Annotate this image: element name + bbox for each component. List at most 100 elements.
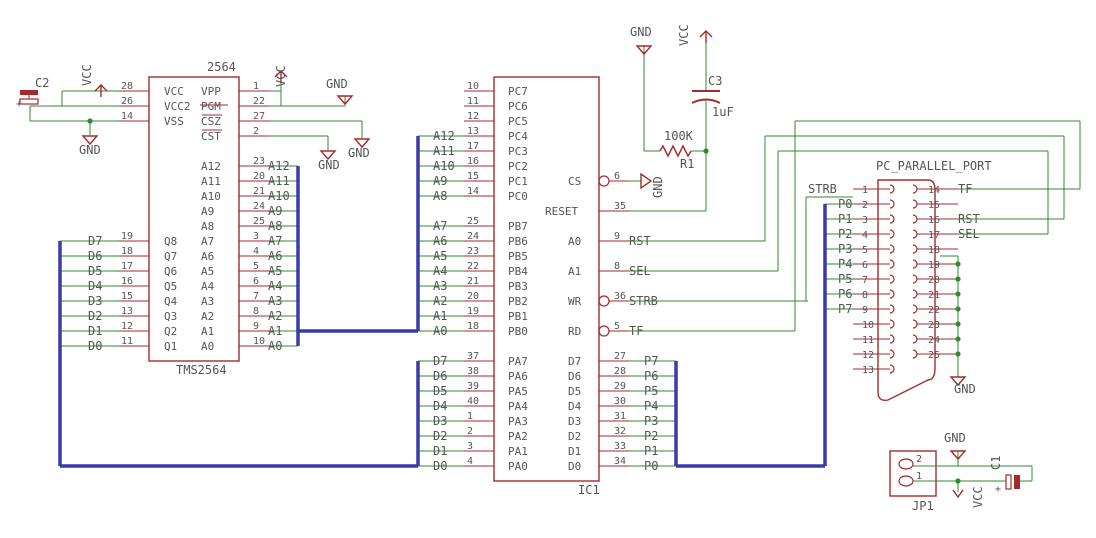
tms-left-pin-num: 26 — [121, 96, 133, 107]
vcc-symbol: VCC — [677, 24, 713, 46]
port-left-pin-num: 12 — [862, 350, 874, 361]
gnd-triangle — [319, 150, 337, 161]
port-pin-socket — [889, 289, 895, 299]
tms-right-pin-num: 6 — [253, 276, 259, 287]
gnd-triangle — [81, 135, 99, 146]
tms-right-pin-name: A4 — [201, 280, 215, 293]
junction-dot — [955, 291, 961, 297]
ic1-right-pin-name: D5 — [568, 385, 581, 398]
tms-left-pin-name: Q1 — [164, 340, 177, 353]
port-left-pin-num: 4 — [862, 230, 868, 241]
tms-right-pin-num: 9 — [253, 321, 259, 332]
ic1-left-pin-name: PA4 — [508, 400, 528, 413]
ic1-left-pin-name: PC3 — [508, 145, 528, 158]
tms-left-pin-num: 12 — [121, 321, 133, 332]
vcc-jp1-arrow — [952, 489, 964, 499]
port-pin-socket — [889, 304, 895, 314]
tms-addr-net-label: A3 — [268, 294, 282, 308]
tms-right-pin-num: 3 — [253, 231, 259, 242]
tms-right-pin-num: 27 — [253, 111, 265, 122]
ic1-left-pin-name: PB4 — [508, 265, 528, 278]
tms-right-pin-num: 2 — [253, 126, 259, 137]
tms-data-net-label: D1 — [88, 324, 102, 338]
gnd-cs-label: GND — [651, 176, 665, 198]
ic1-right-pin-name: RD — [568, 325, 581, 338]
ic1-left-pin-num: 16 — [467, 156, 479, 167]
tms-left-pin-num: 17 — [121, 261, 133, 272]
port-pin-socket — [912, 304, 918, 314]
c2-name: C2 — [35, 76, 49, 90]
ic1-net-label: A5 — [433, 249, 447, 263]
ic1-right-pin-num: 33 — [614, 441, 626, 452]
ic1-left-pin-num: 18 — [467, 321, 479, 332]
junction-dot — [87, 118, 93, 124]
port-left-pin-num: 13 — [862, 365, 874, 376]
tms-left-pin-name: VCC2 — [164, 100, 191, 113]
ic1-left-pin-num: 25 — [467, 216, 479, 227]
tms2564-body — [148, 76, 240, 362]
gnd-triangle — [949, 376, 967, 387]
gnd-triangle — [353, 138, 371, 149]
tms-right-pin-name: A9 — [201, 205, 214, 218]
port-pin-socket — [889, 214, 895, 224]
port-left-pin-num: 8 — [862, 290, 868, 301]
ic1-left-pin-name: PB5 — [508, 250, 528, 263]
ic1-right-pin-num: 32 — [614, 426, 626, 437]
ic1-right-pin-num: 34 — [614, 456, 626, 467]
ic1-left-pin-name: PB6 — [508, 235, 528, 248]
tms-right-pin-name: A6 — [201, 250, 214, 263]
gnd-symbol: GND — [944, 431, 967, 461]
tms-left-pin-num: 11 — [121, 336, 133, 347]
port-right-pin-num: 14 — [928, 185, 940, 196]
vcc-symbol: VCC — [274, 65, 288, 87]
ic1-net-label: D7 — [433, 354, 447, 368]
tms-right-pin-name: CST — [201, 130, 221, 143]
port-left-pin-num: 9 — [862, 305, 868, 316]
tms-right-pin-num: 4 — [253, 246, 259, 257]
ic1-right-pin-name: D2 — [568, 430, 581, 443]
port-left-pin-num: 2 — [862, 200, 868, 211]
port-pin-socket — [912, 229, 918, 239]
vcc-arrow — [699, 30, 713, 43]
port-right-pin-num: 18 — [928, 245, 940, 256]
jp1-pin-num: 1 — [916, 471, 922, 482]
ic1-left-pin-num: 14 — [467, 186, 479, 197]
tms-right-pin-num: 24 — [253, 201, 265, 212]
ic1-left-pin-num: 1 — [467, 411, 473, 422]
vcc-arrow — [274, 70, 288, 83]
tms-right-pin-num: 23 — [253, 156, 265, 167]
ic1-data-net-label: P3 — [644, 414, 658, 428]
tms-addr-net-label: A9 — [268, 204, 282, 218]
tms-right-pin-num: 5 — [253, 261, 259, 272]
gnd-cs-symbol — [640, 172, 653, 190]
tms-right-pin-name: A7 — [201, 235, 214, 248]
port-pin-socket — [889, 244, 895, 254]
ic1-net-label: A9 — [433, 174, 447, 188]
ic1-left-pin-name: PA7 — [508, 355, 528, 368]
vcc-label: VCC — [80, 64, 94, 86]
c1-name: C1 — [989, 456, 1003, 470]
gnd-label: GND — [944, 431, 966, 445]
ic1-left-pin-num: 3 — [467, 441, 473, 452]
vcc-symbol: VCC — [80, 64, 108, 97]
ic1-right-pin-num: 31 — [614, 411, 626, 422]
gnd-label: GND — [318, 158, 340, 172]
c1-plate-a — [1005, 474, 1012, 490]
ic1-left-pin-num: 21 — [467, 276, 479, 287]
junction-dot — [955, 306, 961, 312]
tms-right-pin-name: A10 — [201, 190, 221, 203]
ic1-left-pin-num: 19 — [467, 306, 479, 317]
ic1-net-label: A3 — [433, 279, 447, 293]
tms-right-pin-num: 1 — [253, 81, 259, 92]
gnd-triangle — [336, 95, 354, 106]
port-right-pin-num: 15 — [928, 200, 940, 211]
port-left-pin-num: 10 — [862, 320, 874, 331]
tms-addr-net-label: A8 — [268, 219, 282, 233]
jp1-pin-1 — [898, 475, 914, 487]
r1-zigzag — [659, 144, 692, 158]
junction-dot — [955, 478, 961, 484]
port-pin-socket — [889, 319, 895, 329]
ic1-data-net-label: P7 — [644, 354, 658, 368]
ic1-left-pin-name: PA2 — [508, 430, 528, 443]
ic1-left-pin-name: PC7 — [508, 85, 528, 98]
